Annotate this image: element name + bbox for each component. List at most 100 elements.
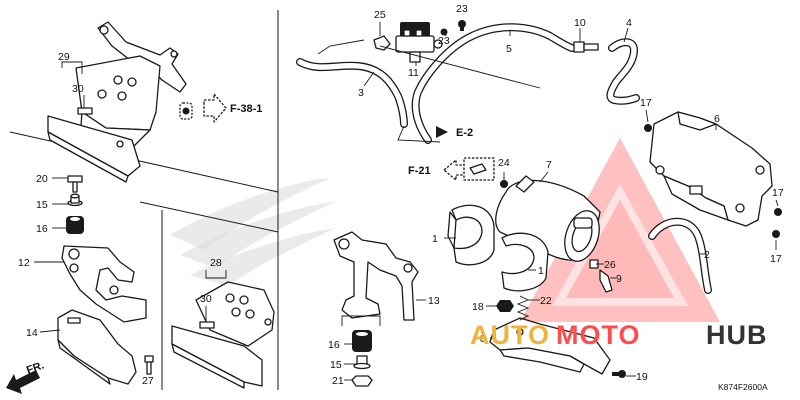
bracket-8 (489, 317, 611, 375)
hose-2 (648, 217, 712, 294)
callout-18: 18 (472, 301, 484, 313)
solenoid-valve-11 (395, 22, 443, 63)
collar-15-mid (353, 355, 371, 370)
leader-e2 (397, 125, 441, 143)
guard-14 (57, 309, 137, 385)
callout-1b: 1 (538, 265, 544, 277)
band-1-right (501, 232, 549, 292)
callout-5: 5 (506, 43, 512, 55)
hose-3 (296, 58, 408, 128)
leader-4 (623, 27, 629, 43)
fitting-9 (599, 269, 613, 293)
bracket-12 (61, 245, 147, 323)
callout-7: 7 (546, 159, 552, 171)
callout-4: 4 (626, 17, 632, 29)
ref-label-e2: E-2 (456, 127, 473, 139)
callout-labels: 29 30 20 15 16 12 14 27 28 30 25 23 23 1… (18, 3, 784, 387)
bolt-20 (67, 175, 83, 193)
spring-22 (516, 295, 530, 321)
callout-15b: 15 (330, 359, 342, 371)
clip-25 (373, 35, 391, 51)
ref-arrow-e2 (436, 126, 448, 138)
ref-arrow-f38-1 (203, 93, 227, 123)
callout-23b: 23 (438, 35, 450, 47)
leader-28 (205, 270, 227, 279)
band-1-left (447, 204, 495, 266)
hose-5 (411, 23, 576, 144)
guard-assembly-lower (171, 281, 275, 389)
callout-28: 28 (210, 257, 222, 269)
callout-30b: 30 (200, 293, 212, 305)
reference-labels: F-38-1 E-2 F-21 FR. (25, 103, 473, 377)
leader-3 (363, 71, 375, 87)
grommet-16-mid (352, 330, 372, 352)
callout-24: 24 (498, 157, 510, 169)
watermark-part-b: MOTO (556, 320, 641, 350)
ref-arrow-f21 (443, 157, 495, 181)
callout-9: 9 (616, 273, 622, 285)
bolt-18 (496, 300, 514, 312)
leader-13-group (341, 315, 381, 326)
callout-17b: 17 (772, 187, 784, 199)
leader-25b (317, 39, 365, 55)
callout-2: 2 (704, 249, 710, 261)
ref-label-f21: F-21 (408, 165, 431, 177)
callout-10: 10 (574, 17, 586, 29)
leader-29 (61, 61, 83, 74)
callout-30a: 30 (72, 83, 84, 95)
guard-assembly-upper (47, 21, 187, 183)
hose-4 (606, 38, 640, 105)
callout-22: 22 (540, 295, 552, 307)
screw-19 (612, 370, 626, 378)
callout-13: 13 (428, 295, 440, 307)
watermark-part-c: HUB (706, 320, 768, 350)
callout-8: 8 (480, 333, 486, 345)
ref-label-front: FR. (25, 359, 46, 376)
screw-23-top (458, 20, 466, 31)
leader-7 (539, 171, 549, 183)
callout-20: 20 (36, 173, 48, 185)
screw-17-top (644, 124, 652, 132)
watermark-text: AUTO MOTO HUB (470, 320, 768, 350)
watermark-triangle (520, 138, 720, 322)
grommet-16-left (66, 216, 84, 234)
callout-14: 14 (26, 327, 38, 339)
bolt-27 (144, 355, 154, 375)
callout-6: 6 (714, 113, 720, 125)
watermark-swoosh (170, 178, 336, 286)
callout-16a: 16 (36, 223, 48, 235)
callout-15a: 15 (36, 199, 48, 211)
callout-16b: 16 (328, 339, 340, 351)
leader-17b (775, 199, 779, 207)
callout-11: 11 (408, 67, 419, 79)
leader-11-line (379, 45, 541, 89)
drawing-code: K874F2600A (718, 382, 768, 392)
watermark-part-a: AUTO (470, 320, 550, 350)
leader-14 (39, 329, 61, 333)
nut-21 (351, 375, 373, 387)
screw-17-right-a (774, 208, 782, 216)
callout-25: 25 (374, 9, 386, 21)
grommet-f38 (179, 102, 193, 120)
canister-7 (495, 175, 601, 262)
callout-1a: 1 (432, 233, 438, 245)
callout-19: 19 (636, 371, 648, 383)
callout-21: 21 (332, 375, 344, 387)
fitting-10 (573, 41, 599, 53)
callout-29: 29 (58, 51, 70, 63)
cover-6 (649, 111, 773, 227)
callout-23a: 23 (456, 3, 468, 15)
callout-17a: 17 (640, 97, 652, 109)
ref-label-f38-1: F-38-1 (230, 103, 262, 115)
screw-17-right-b (772, 230, 780, 238)
callout-17c: 17 (770, 253, 782, 265)
front-arrow (6, 370, 40, 394)
callout-12: 12 (18, 257, 30, 269)
collar-15-left (67, 193, 83, 207)
leader-17a (645, 109, 649, 123)
bracket-13 (333, 231, 419, 321)
callout-3: 3 (358, 87, 364, 99)
callout-26: 26 (604, 259, 616, 271)
